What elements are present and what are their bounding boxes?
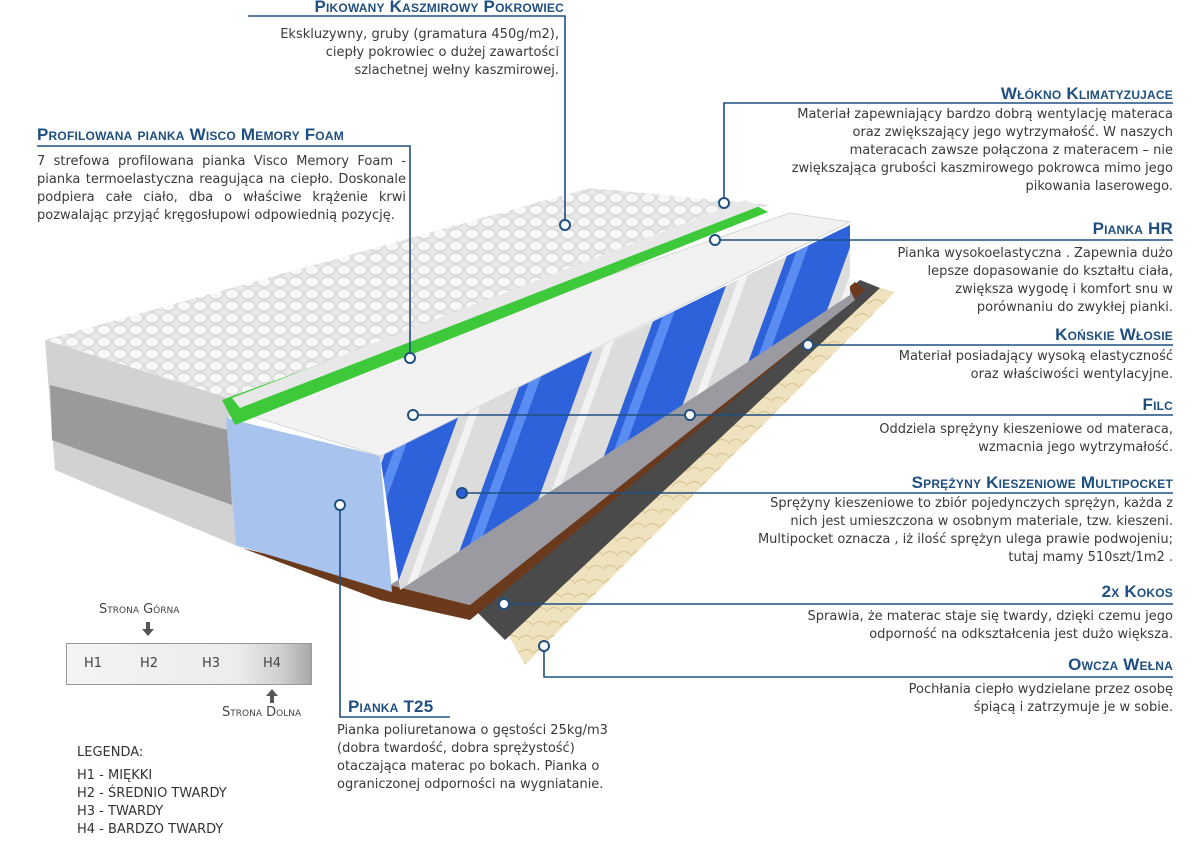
cover-description: Ekskluzywny, gruby (gramatura 450g/m2), … <box>159 26 559 80</box>
felt-layer <box>390 290 855 605</box>
text-line: oraz zwiększający jego wytrzymałość. W n… <box>852 125 1174 140</box>
text-line: wzmacnia jego wytrzymałość. <box>978 440 1173 455</box>
text-line: materacach zawsze połączona z materacem … <box>849 143 1173 158</box>
arrow-up-icon <box>266 689 278 703</box>
text-line: odporność na odkształcenia jest dużo wię… <box>869 627 1173 642</box>
text-line: szlachetnej wełny kaszmirowej. <box>354 63 559 78</box>
legend-title: LEGENDA: <box>77 745 144 760</box>
cover-title: Pikowany Kaszmirowy Pokrowiec <box>314 0 564 16</box>
memory-foam-description: 7 strefowa profilowana pianka Visco Memo… <box>37 154 406 223</box>
t25-description: Pianka poliuretanowa o gęstości 25kg/m3 … <box>337 722 657 794</box>
scale-h2: H2 <box>140 656 159 671</box>
horsehair-title: Końskie Włosie <box>1055 325 1173 344</box>
hr-foam-description: Pianka wysokoelastyczna . Zapewnia dużo … <box>773 245 1173 317</box>
wool-title: Owcza Wełna <box>1068 655 1173 674</box>
text-line: oraz właściwości wentylacyjne. <box>970 367 1173 382</box>
fiber-description: Materiał zapewniający bardzo dobrą wenty… <box>713 106 1173 196</box>
t25-title: Pianka T25 <box>348 697 434 716</box>
memory-foam-title: Profilowana pianka Wisco Memory Foam <box>37 125 344 144</box>
horsehair-description: Materiał posiadający wysoką elastyczność… <box>773 348 1173 384</box>
text-line: (dobra twardość, dobra sprężystość) <box>337 741 575 756</box>
text-line: Sprawia, że materac staje się twardy, dz… <box>807 609 1173 624</box>
marker-cover <box>559 219 571 231</box>
text-line: Ekskluzywny, gruby (gramatura 450g/m2), <box>280 27 559 42</box>
felt-title: Filc <box>1142 395 1173 414</box>
bottom-side-label: Strona Dolna <box>222 705 302 720</box>
text-line: nich jest umieszczona w osobnym material… <box>790 514 1173 529</box>
legend-item: H2 - ŚREDNIO TWARDY <box>77 786 227 801</box>
marker-horsehair <box>802 339 814 351</box>
text-line: lepsze dopasowanie do kształtu ciała, <box>927 264 1173 279</box>
marker-springs <box>456 487 468 499</box>
fiber-title: Włókno Klimatyzujace <box>1000 84 1173 103</box>
top-side-label: Strona Górna <box>99 602 180 617</box>
text-line: Multipocket oznacza , iż ilość sprężyn u… <box>757 532 1173 547</box>
hr-foam-title: Pianka HR <box>1092 219 1173 238</box>
coconut-layer-dark <box>470 280 880 640</box>
legend: H1 - MIĘKKI H2 - ŚREDNIO TWARDY H3 - TWA… <box>77 767 227 839</box>
coconut-title: 2x Kokos <box>1101 582 1173 601</box>
cover-side-band <box>50 385 232 505</box>
scale-h4: H4 <box>263 656 282 671</box>
scale-h3: H3 <box>202 656 221 671</box>
text-line: Pianka poliuretanowa o gęstości 25kg/m3 <box>337 723 608 738</box>
text-line: Pianka wysokoelastyczna . Zapewnia dużo <box>897 246 1173 261</box>
legend-item: H4 - BARDZO TWARDY <box>77 822 224 837</box>
text-line: porównaniu do zwykłej pianki. <box>976 300 1173 315</box>
marker-t25 <box>334 499 346 511</box>
text-line: Pochłania ciepło wydzielane przez osobę <box>908 682 1173 697</box>
memory-foam-layer <box>222 205 768 425</box>
springs-title: Sprężyny Kieszeniowe Multipocket <box>911 473 1173 492</box>
hardness-scale: H1 H2 H3 H4 <box>66 643 312 685</box>
text-line: Materiał posiadający wysoką elastyczność <box>898 349 1173 364</box>
arrow-down-icon <box>142 622 154 636</box>
text-line: tutaj mamy 510szt/1m2 . <box>1008 550 1173 565</box>
cover-top-surface <box>45 188 770 398</box>
pocket-springs <box>380 225 850 590</box>
coconut-description: Sprawia, że materac staje się twardy, dz… <box>733 608 1173 644</box>
text-line: zwiększająca grubości kaszmirowego pokro… <box>791 161 1173 176</box>
felt-description: Oddziela sprężyny kieszeniowe od materac… <box>773 421 1173 457</box>
text-line: Materiał zapewniający bardzo dobrą wenty… <box>797 107 1173 122</box>
text-line: ograniczonej odporności na wygniatanie. <box>337 777 604 792</box>
springs-description: Sprężyny kieszeniowe to zbiór pojedynczy… <box>703 495 1173 567</box>
leader-lines <box>37 15 1173 718</box>
legend-item: H3 - TWARDY <box>77 804 164 819</box>
text-line: Sprężyny kieszeniowe to zbiór pojedynczy… <box>770 496 1173 511</box>
text-line: otaczająca materac po bokach. Pianka o <box>337 759 600 774</box>
wool-layer <box>500 285 895 665</box>
marker-hr <box>709 234 721 246</box>
marker-felt-2 <box>684 409 696 421</box>
text-line: śpiącą i zatrzymuje je w sobie. <box>973 700 1173 715</box>
memory-foam-top <box>232 200 760 408</box>
marker-felt <box>407 409 419 421</box>
marker-fiber <box>718 197 730 209</box>
scale-h1: H1 <box>84 656 103 671</box>
wool-description: Pochłania ciepło wydzielane przez osobę … <box>773 681 1173 717</box>
t25-foam-side <box>226 418 392 592</box>
text-line: ciepły pokrowiec o dużej zawartości <box>325 45 559 60</box>
marker-memory <box>404 352 416 364</box>
text-line: pikowania laserowego. <box>1025 179 1173 194</box>
marker-wool <box>538 640 550 652</box>
text-line: Oddziela sprężyny kieszeniowe od materac… <box>879 422 1173 437</box>
text-line: zwiększa wygodę i komfort snu w <box>955 282 1173 297</box>
marker-coconut <box>498 598 510 610</box>
legend-item: H1 - MIĘKKI <box>77 768 153 783</box>
